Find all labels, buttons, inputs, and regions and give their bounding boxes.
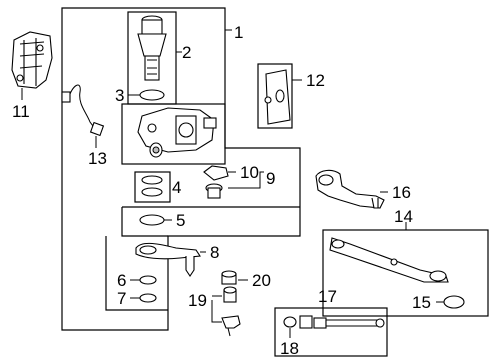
seal-ring-part [139,89,165,101]
bracket-part [11,31,53,89]
gasket-plate-part [264,69,291,125]
callout-12: 12 [306,71,325,90]
seal-kit-part [141,175,163,197]
nut-part [139,275,157,285]
center-link-part [329,237,449,283]
callout-9: 9 [266,169,275,188]
seal-part [139,214,165,226]
callout-10: 10 [240,163,259,182]
callout-6: 6 [117,271,126,290]
pitman-shaft-box [257,63,293,129]
callout-18: 18 [280,339,299,358]
hose-part [61,84,105,137]
bushing-part [205,183,223,199]
callout-17: 17 [318,287,337,306]
callout-15: 15 [412,293,431,312]
callout-5: 5 [176,211,185,230]
callout-13: 13 [88,149,107,168]
idler-arm-part [315,169,385,209]
input-shaft-part [137,15,167,81]
adjuster-sleeve-part [223,286,237,303]
pitman-arm-part [135,242,201,277]
main-assembly-frame [61,7,301,331]
callout-11: 11 [12,102,30,121]
steering-gear-housing [137,107,217,158]
callout-16: 16 [392,183,411,202]
washer-part [139,293,157,303]
callout-3: 3 [115,86,124,105]
callout-4: 4 [172,178,181,197]
callout-7: 7 [117,289,126,308]
lower-parts-frame [105,206,300,311]
seal-kit-box [134,171,171,203]
castle-nut-part [221,270,237,285]
tie-rod-end-box [274,307,388,357]
callout-8: 8 [210,243,219,262]
callout-2: 2 [182,43,191,62]
inner-tie-rod-end-part [221,315,241,337]
tie-rod-end-part [283,315,385,329]
gear-housing-box [121,103,226,165]
plug-part [203,165,229,181]
callout-19: 19 [188,291,207,310]
callout-1: 1 [234,23,243,42]
callout-14: 14 [394,207,413,226]
grommet-part [443,295,465,309]
callout-20: 20 [252,271,271,290]
